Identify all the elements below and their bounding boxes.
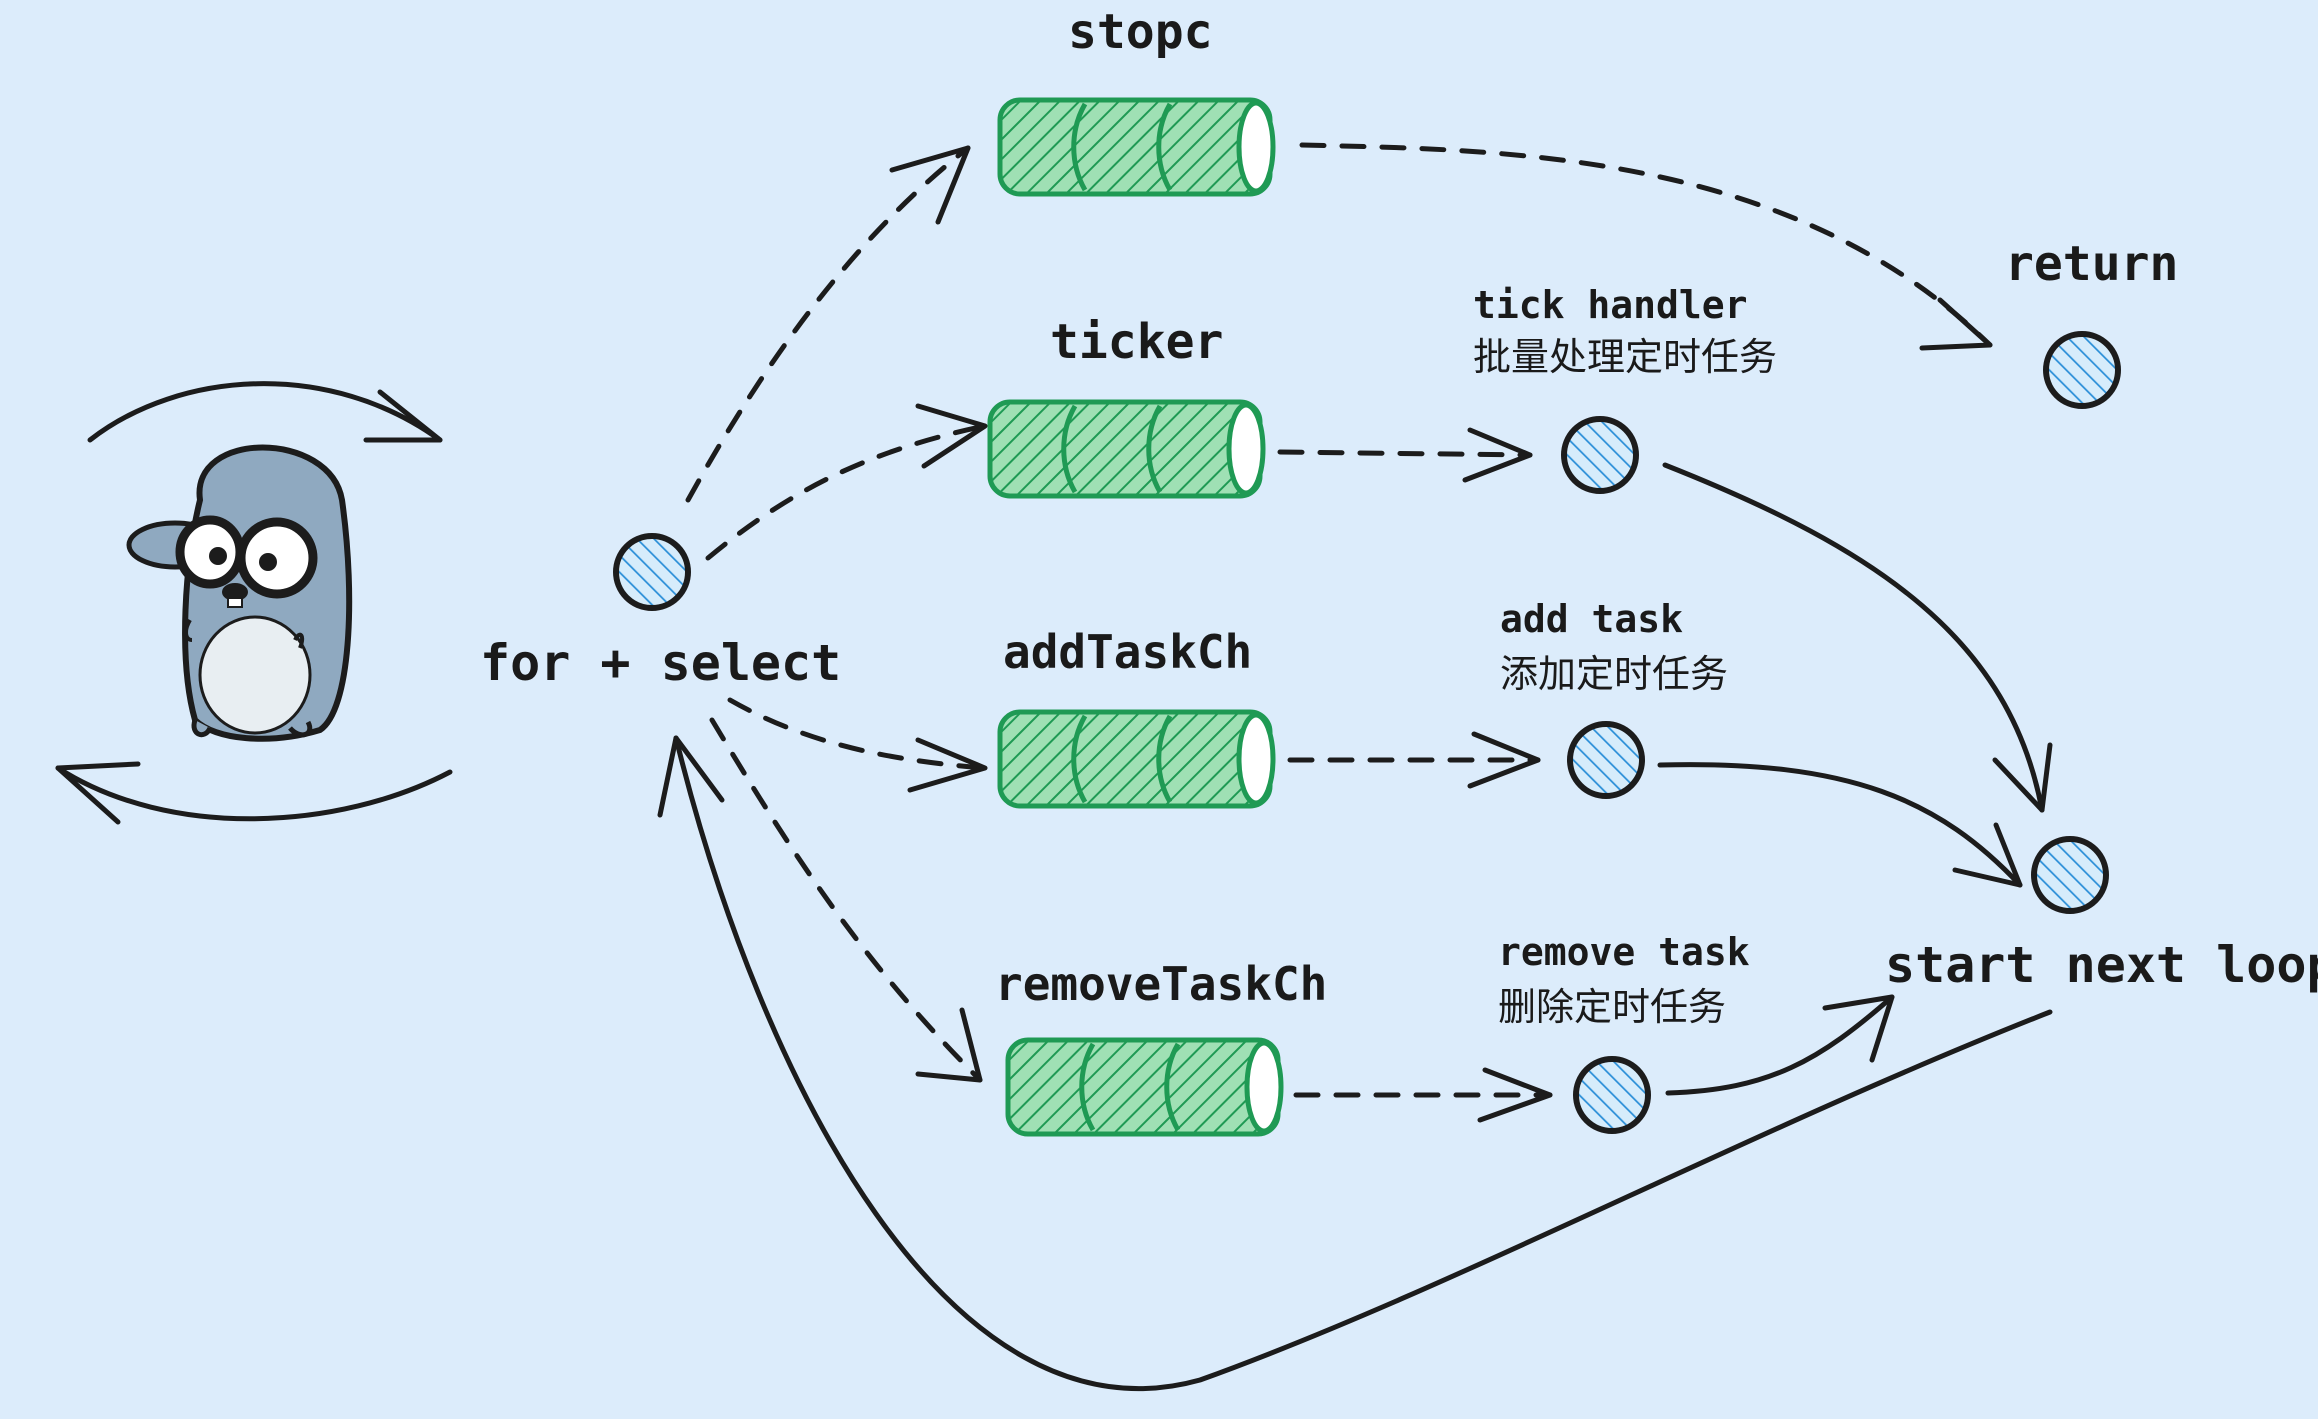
channel-label-removetask: removeTaskCh xyxy=(995,957,1327,1011)
gopher-icon xyxy=(126,444,353,742)
next-loop-label: start next loop xyxy=(1885,936,2318,994)
loop-back-arrow xyxy=(657,735,2053,1392)
channel-stopc xyxy=(1000,100,1273,194)
handler-desc-add: 添加定时任务 xyxy=(1500,652,1728,696)
tick-handler-node xyxy=(1564,419,1636,491)
channel-label-addtask: addTaskCh xyxy=(1003,625,1252,679)
handler-desc-tick: 批量处理定时任务 xyxy=(1473,335,1777,379)
channel-label-stopc: stopc xyxy=(1068,4,1213,60)
loop-label: for + select xyxy=(480,634,841,692)
handler-title-tick: tick handler xyxy=(1473,283,1748,327)
handler-desc-remove: 删除定时任务 xyxy=(1498,985,1726,1029)
rotation-arrows xyxy=(55,381,453,825)
channel-addtask xyxy=(1000,712,1273,806)
handler-title-remove: remove task xyxy=(1498,930,1750,974)
channel-ticker xyxy=(990,402,1263,496)
add-task-node xyxy=(1570,724,1642,796)
return-node xyxy=(2046,334,2118,406)
select-to-channel-arrows xyxy=(685,145,988,1083)
channel-to-handler-arrows xyxy=(1277,142,1993,1123)
return-label: return xyxy=(2005,236,2178,292)
handler-title-add: add task xyxy=(1500,597,1683,641)
remove-task-node xyxy=(1576,1059,1648,1131)
next-loop-node xyxy=(2034,839,2106,911)
channel-label-ticker: ticker xyxy=(1050,314,1223,370)
select-node xyxy=(616,536,688,608)
handler-to-loop-arrows xyxy=(1657,462,2053,1096)
channel-removetask xyxy=(1008,1040,1281,1134)
